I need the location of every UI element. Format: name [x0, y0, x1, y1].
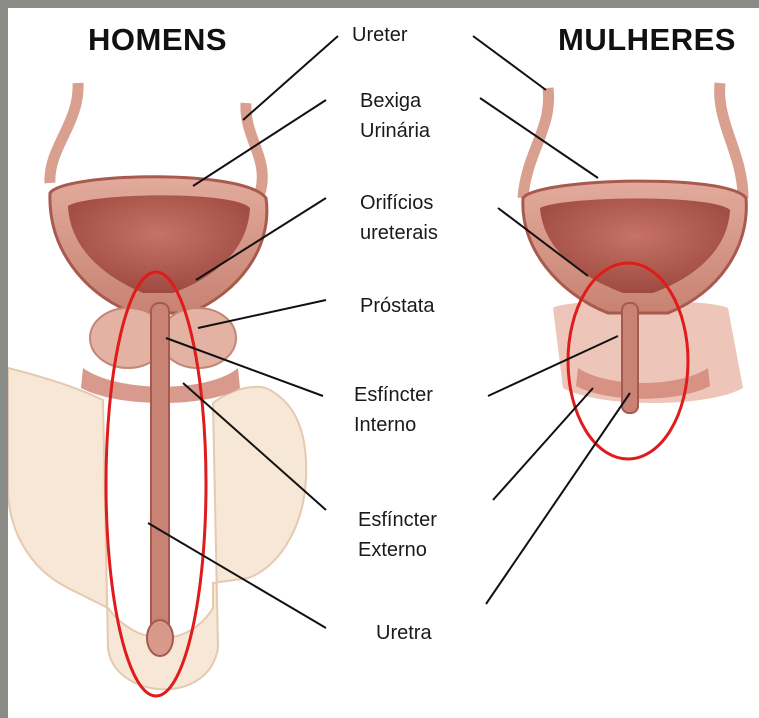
heading-men: HOMENS — [88, 22, 227, 58]
leader-external-female — [493, 388, 593, 500]
heading-women: MULHERES — [558, 22, 736, 58]
label-internal-line2: Interno — [354, 410, 433, 440]
leader-urethra-female — [486, 393, 630, 604]
leader-bladder-female — [480, 98, 598, 178]
label-urethra-text: Uretra — [376, 618, 432, 648]
label-internal-line1: Esfíncter — [354, 380, 433, 410]
male-left-ureter — [50, 83, 78, 183]
label-bladder-line2: Urinária — [360, 116, 430, 146]
label-urethra: Uretra — [376, 618, 432, 648]
leader-ureter-male — [243, 36, 338, 120]
label-ureter-text: Ureter — [352, 20, 408, 50]
label-bladder: Bexiga Urinária — [360, 86, 430, 146]
male-urethra-tip — [147, 620, 173, 656]
label-orifices: Orifícios ureterais — [360, 188, 438, 248]
label-ureter: Ureter — [352, 20, 408, 50]
male-anatomy — [8, 83, 306, 696]
label-external-line1: Esfíncter — [358, 505, 437, 535]
label-external-line2: Externo — [358, 535, 437, 565]
label-prostate-text: Próstata — [360, 291, 434, 321]
label-internal-sphincter: Esfíncter Interno — [354, 380, 433, 440]
label-orifices-line2: ureterais — [360, 218, 438, 248]
label-prostate: Próstata — [360, 291, 434, 321]
female-anatomy — [523, 83, 747, 459]
female-urethra — [622, 303, 638, 413]
label-external-sphincter: Esfíncter Externo — [358, 505, 437, 565]
male-urethra — [151, 303, 169, 648]
leader-ureter-female — [473, 36, 546, 90]
female-right-ureter — [720, 83, 743, 198]
diagram-canvas: HOMENS MULHERES Ureter Bexiga Urinária O… — [8, 8, 759, 718]
label-orifices-line1: Orifícios — [360, 188, 438, 218]
label-bladder-line1: Bexiga — [360, 86, 430, 116]
